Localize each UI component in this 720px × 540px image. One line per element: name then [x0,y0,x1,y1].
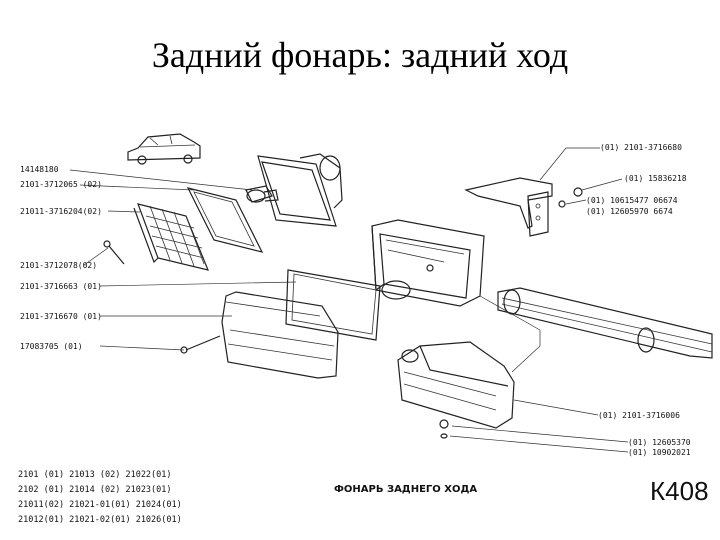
lower-lens-part [221,291,339,379]
lamp-body-part [371,219,485,307]
screw-part [103,240,125,265]
bumper-part [497,287,713,359]
part-label-right: (01) 12605370 [628,438,691,447]
slide-title: Задний фонарь: задний ход [151,35,569,75]
seal-ring-part [285,269,381,341]
sheet-code: К408 [650,476,709,506]
bracket-part [464,177,583,237]
part-label-left: 17083705 (01) [20,342,83,351]
part-label-right: (01) 10615477 06674 [586,196,678,205]
leader-lines-left [69,169,297,351]
grid-lens-part [133,203,209,271]
diagram-caption: ФОНАРЬ ЗАДНЕГО ХОДА [334,484,477,495]
model-table: 2101 (01) 21013 (02) 21022(01) 2102 (01)… [18,470,182,525]
part-label-left: 14148180 [20,165,59,174]
gasket-part [186,187,264,253]
assembled-lamp-part [397,341,515,439]
part-label-right: (01) 2101-3716006 [598,411,680,420]
model-table-row: 2101 (01) 21013 (02) 21022(01) [18,470,172,480]
upper-lamp-housing [245,153,343,227]
part-label-right: (01) 10902021 [628,448,691,457]
part-label-left: 21011-3716204(02) [20,207,102,216]
part-label-left: 2101-3712078(02) [20,261,97,270]
part-label-right: (01) 12605970 6674 [586,207,673,216]
model-table-row: 2102 (01) 21014 (02) 21023(01) [18,485,172,495]
car-icon [127,133,201,165]
bulb-part [246,189,279,203]
part-label-left: 2101-3716670 (01) [20,312,102,321]
model-table-row: 21012(01) 21021-02(01) 21026(01) [18,515,182,525]
leader-lines-right [449,147,629,453]
model-table-row: 21011(02) 21021-01(01) 21024(01) [18,500,182,510]
part-label-right: (01) 15836218 [624,174,687,183]
part-label-right: (01) 2101-3716680 [600,143,682,152]
long-screw-part [180,335,221,354]
part-label-left: 2101-3712065 (02) [20,180,102,189]
part-label-left: 2101-3716663 (01) [20,282,102,291]
